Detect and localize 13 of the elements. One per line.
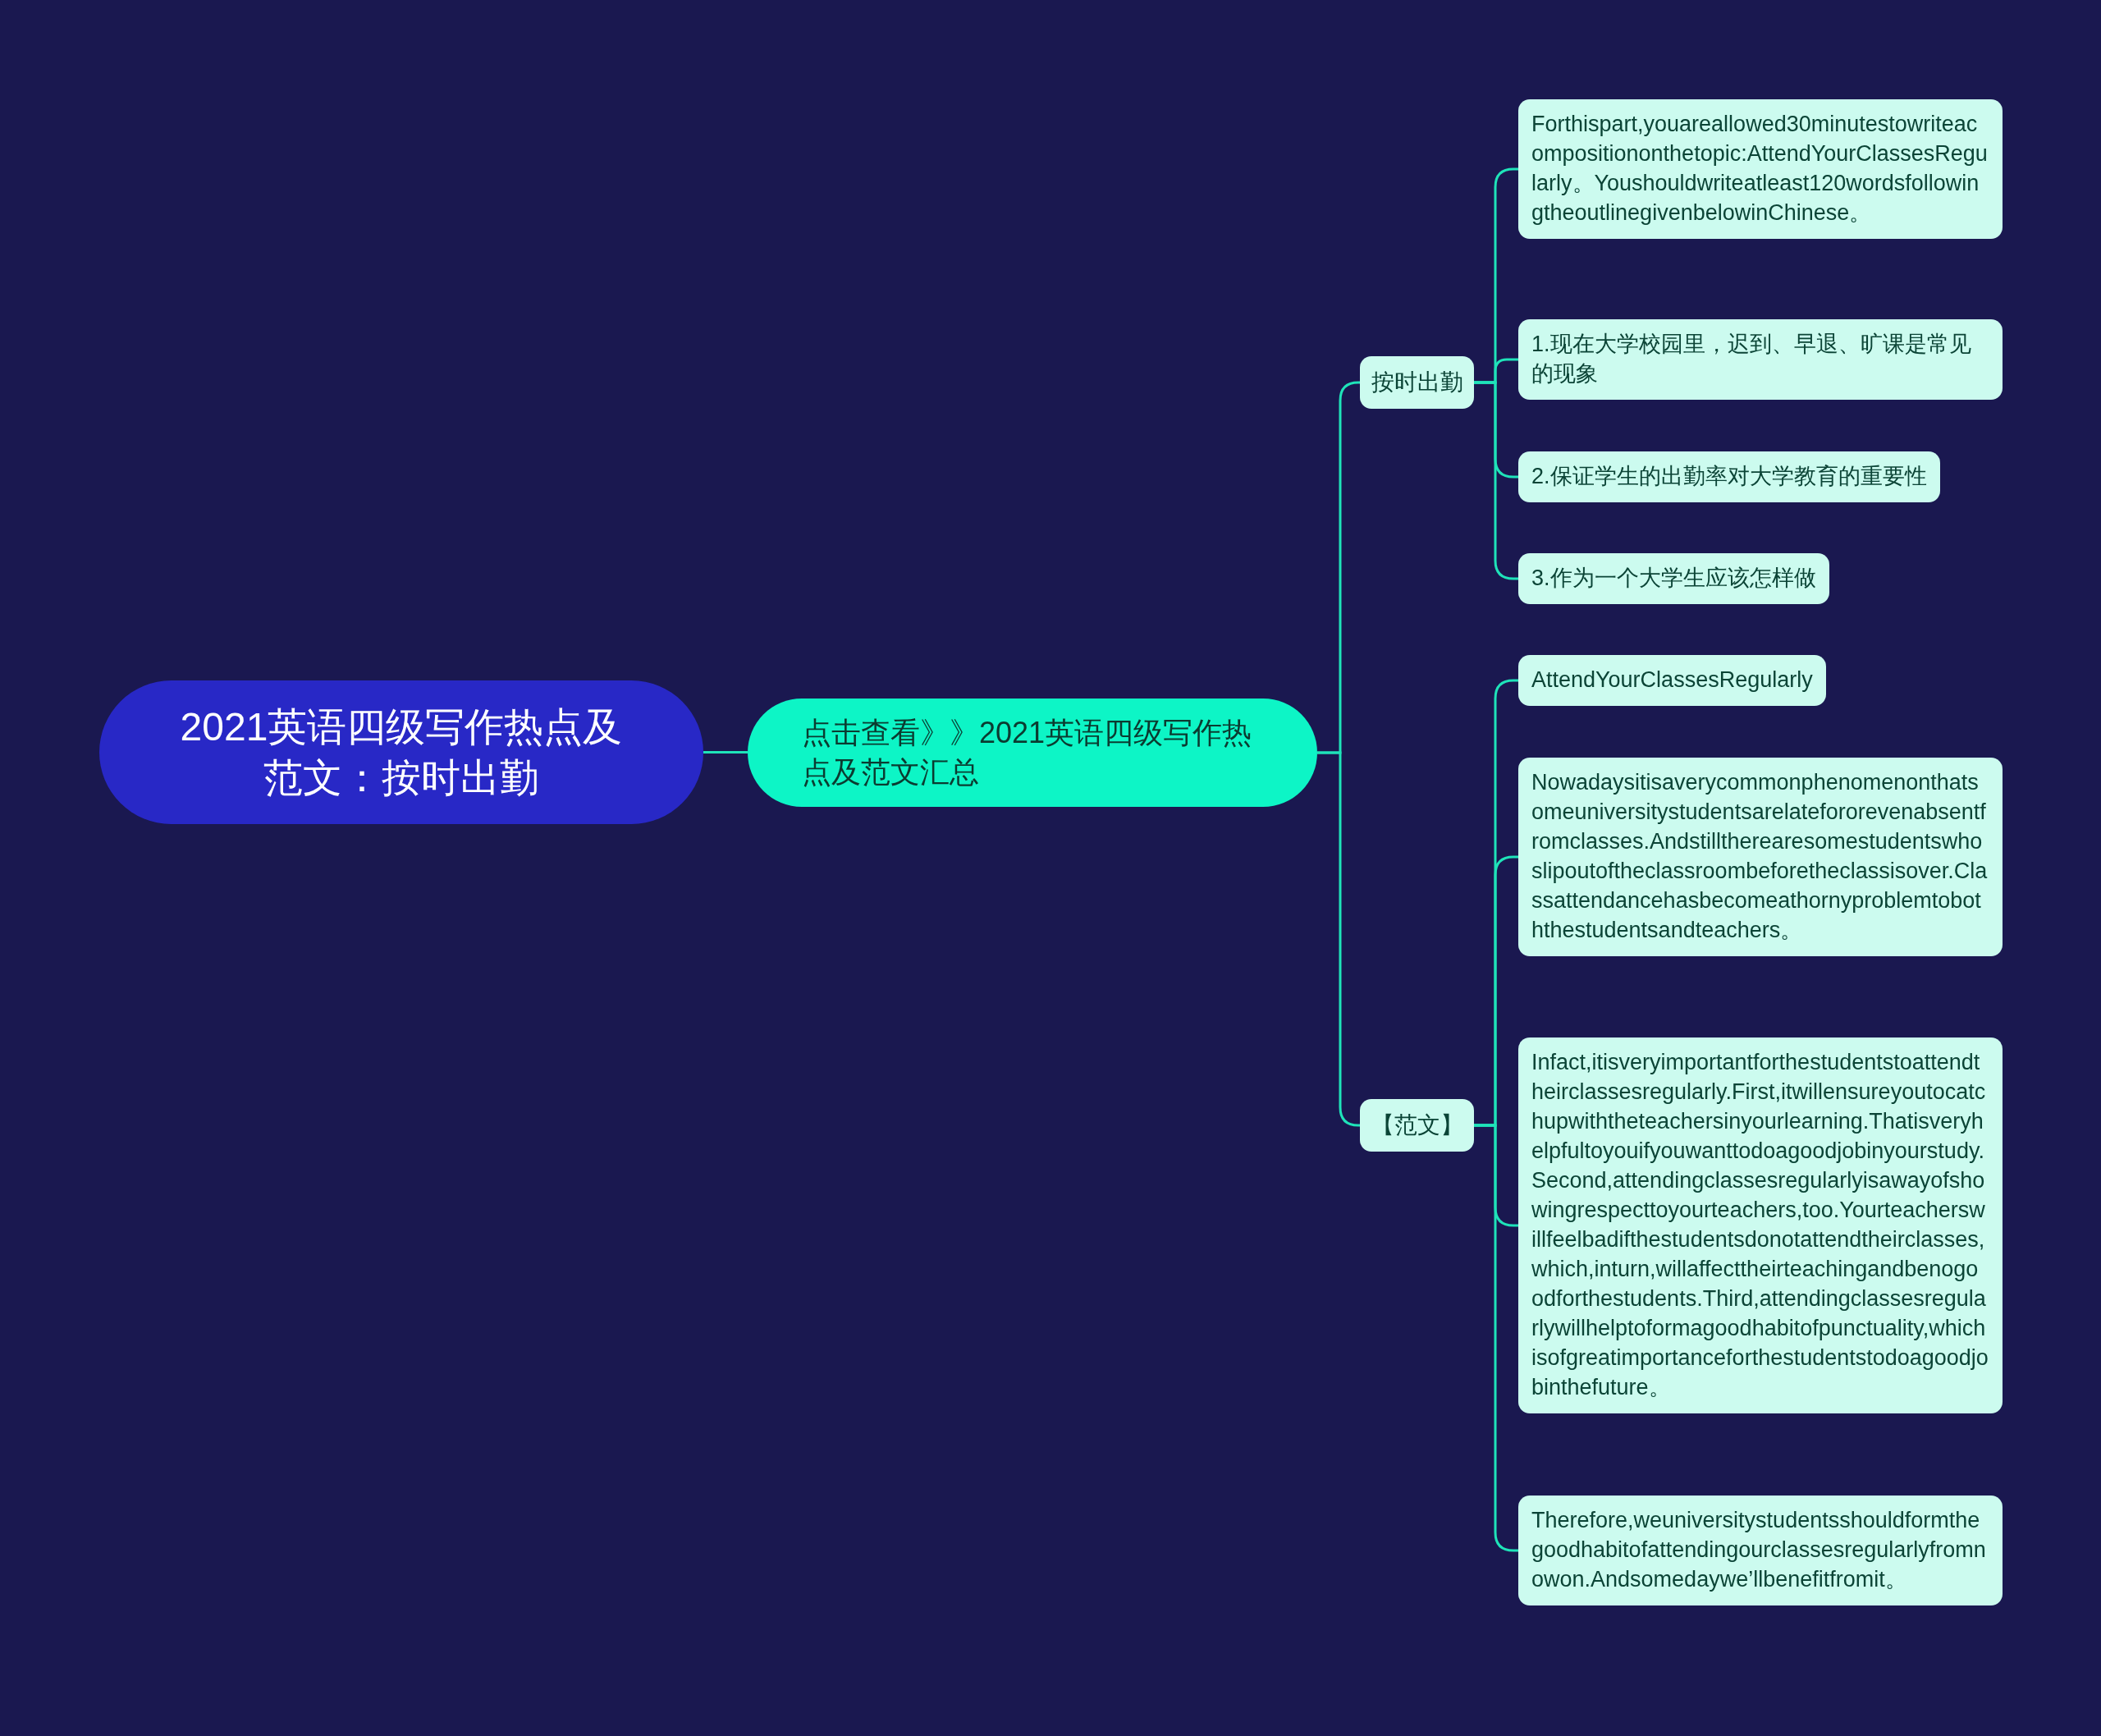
- text-box: 2.保证学生的出勤率对大学教育的重要性: [1518, 451, 1940, 502]
- text-box: AttendYourClassesRegularly: [1518, 655, 1826, 706]
- topic-box: 【范文】: [1360, 1099, 1474, 1152]
- topic-box: 按时出勤: [1360, 356, 1474, 409]
- text-box: Nowadaysitisaverycommonphenomenonthatsomeuniversitystudentsarelatefororevenabsentfromclasses.Andstilltherearesomestudentswhoslipoutoftheclassroombeforetheclassisover.Classattendancehasbecomeathornyproblemtoboththestudentsandteachers。: [1518, 758, 2003, 956]
- topic-pill: 2021英语四级写作热点及范文：按时出勤: [99, 680, 703, 824]
- text-box: 3.作为一个大学生应该怎样做: [1518, 553, 1829, 604]
- text-box: Forthispart,youareallowed30minutestowriteacompositiononthetopic:AttendYourClassesRegularly。Youshouldwriteatleast120wordsfollowingtheoutlinegivenbelowinChinese。: [1518, 99, 2003, 239]
- text-box: Infact,itisveryimportantforthestudentstoattendtheirclassesregularly.First,itwillensureyoutocatchupwiththeteachersinyourlearning.Thatisveryhelpfultoyouifyouwanttodoagoodjobinyourstudy.Second,attendingclassesregularlyisawayofshowingrespecttoyourteachers,too.Yourteacherswillfeelbadifthestudentsdonotattendtheirclasses,which,inturn,willaffecttheirteachingandbenogoodforthestudents.Third,attendingclassesregularlywillhelptoformagoodhabitofpunctuality,whichisofgreatimportanceforthestudentstodoagoodjobinthefuture。: [1518, 1037, 2003, 1413]
- branch-pill: 点击查看》》2021英语四级写作热点及范文汇总: [748, 699, 1317, 807]
- text-box: 1.现在大学校园里，迟到、早退、旷课是常见的现象: [1518, 319, 2003, 400]
- text-box: Therefore,weuniversitystudentsshouldformthegoodhabitofattendingourclassesregularlyfromnowon.Andsomedaywe’llbenefitfromit。: [1518, 1496, 2003, 1605]
- connector-line: [703, 751, 748, 753]
